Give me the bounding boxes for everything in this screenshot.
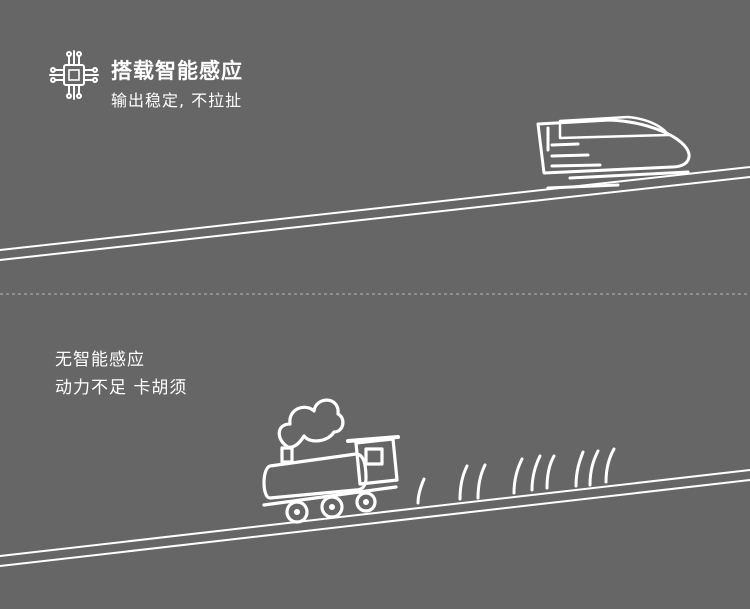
steam-locomotive-icon <box>262 398 400 524</box>
bullet-train-icon <box>536 115 691 190</box>
top-slope-rails <box>0 166 750 261</box>
smart-sensing-subheading: 输出稳定, 不拉扯 <box>111 91 243 110</box>
smart-sensing-heading: 搭载智能感应 <box>111 59 243 83</box>
hair-strands <box>416 447 616 505</box>
chip-icon <box>49 50 99 100</box>
bottom-slope-rails <box>0 469 750 567</box>
no-smart-sensing-heading: 无智能感应 <box>55 350 145 370</box>
no-smart-sensing-subheading: 动力不足 卡胡须 <box>55 378 188 398</box>
